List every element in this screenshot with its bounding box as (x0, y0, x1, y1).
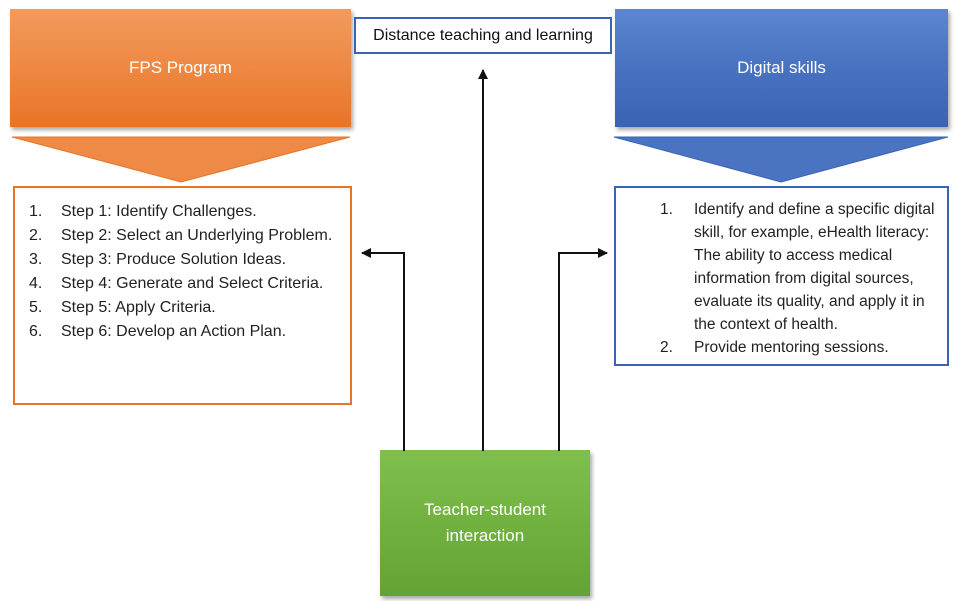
fps-program-header: FPS Program (10, 9, 351, 127)
digital-skills-chevron (613, 136, 949, 183)
digital-skills-header: Digital skills (615, 9, 948, 127)
list-item: 2. Provide mentoring sessions. (660, 336, 937, 359)
list-number: 2. (660, 339, 673, 356)
digital-skills-box: 1. Identify and define a specific digital… (614, 186, 949, 366)
list-number: 3. (29, 251, 43, 268)
list-item: 5. Step 5: Apply Criteria. (29, 296, 340, 320)
list-text: Step 1: Identify Challenges. (61, 203, 257, 220)
arrow-right (558, 248, 608, 451)
fps-steps-list: 1. Step 1: Identify Challenges. 2. Step 2:… (29, 200, 340, 344)
list-text: Step 6: Develop an Action Plan. (61, 323, 287, 340)
list-item: 4. Step 4: Generate and Select Criteria. (29, 272, 340, 296)
list-text: Step 2: Select an Underlying Problem. (61, 227, 333, 244)
teacher-student-interaction-box: Teacher-student interaction (380, 450, 590, 596)
list-number: 2. (29, 227, 43, 244)
list-number: 6. (29, 323, 43, 340)
list-item: 3. Step 3: Produce Solution Ideas. (29, 248, 340, 272)
digital-skills-title: Digital skills (737, 58, 826, 77)
list-item: 6. Step 6: Develop an Action Plan. (29, 320, 340, 344)
fps-program-title: FPS Program (129, 58, 232, 77)
list-item: 1. Identify and define a specific digital… (660, 198, 937, 336)
list-text: Step 4: Generate and Select Criteria. (61, 275, 324, 292)
list-item: 1. Step 1: Identify Challenges. (29, 200, 340, 224)
digital-skills-list: 1. Identify and define a specific digital… (660, 198, 937, 359)
distance-teaching-label: Distance teaching and learning (373, 26, 593, 44)
list-text: Provide mentoring sessions. (694, 339, 889, 356)
list-number: 1. (29, 203, 43, 220)
teacher-student-interaction-label: Teacher-student interaction (424, 500, 546, 545)
list-text: Step 5: Apply Criteria. (61, 299, 216, 316)
list-number: 4. (29, 275, 43, 292)
list-number: 1. (660, 201, 673, 218)
fps-steps-box: 1. Step 1: Identify Challenges. 2. Step 2:… (13, 186, 352, 405)
list-item: 2. Step 2: Select an Underlying Problem. (29, 224, 340, 248)
list-text: Identify and define a specific digital s… (694, 201, 935, 333)
distance-teaching-box: Distance teaching and learning (354, 17, 612, 54)
fps-chevron (11, 136, 351, 183)
list-number: 5. (29, 299, 43, 316)
arrow-left (361, 248, 405, 451)
list-text: Step 3: Produce Solution Ideas. (61, 251, 287, 268)
